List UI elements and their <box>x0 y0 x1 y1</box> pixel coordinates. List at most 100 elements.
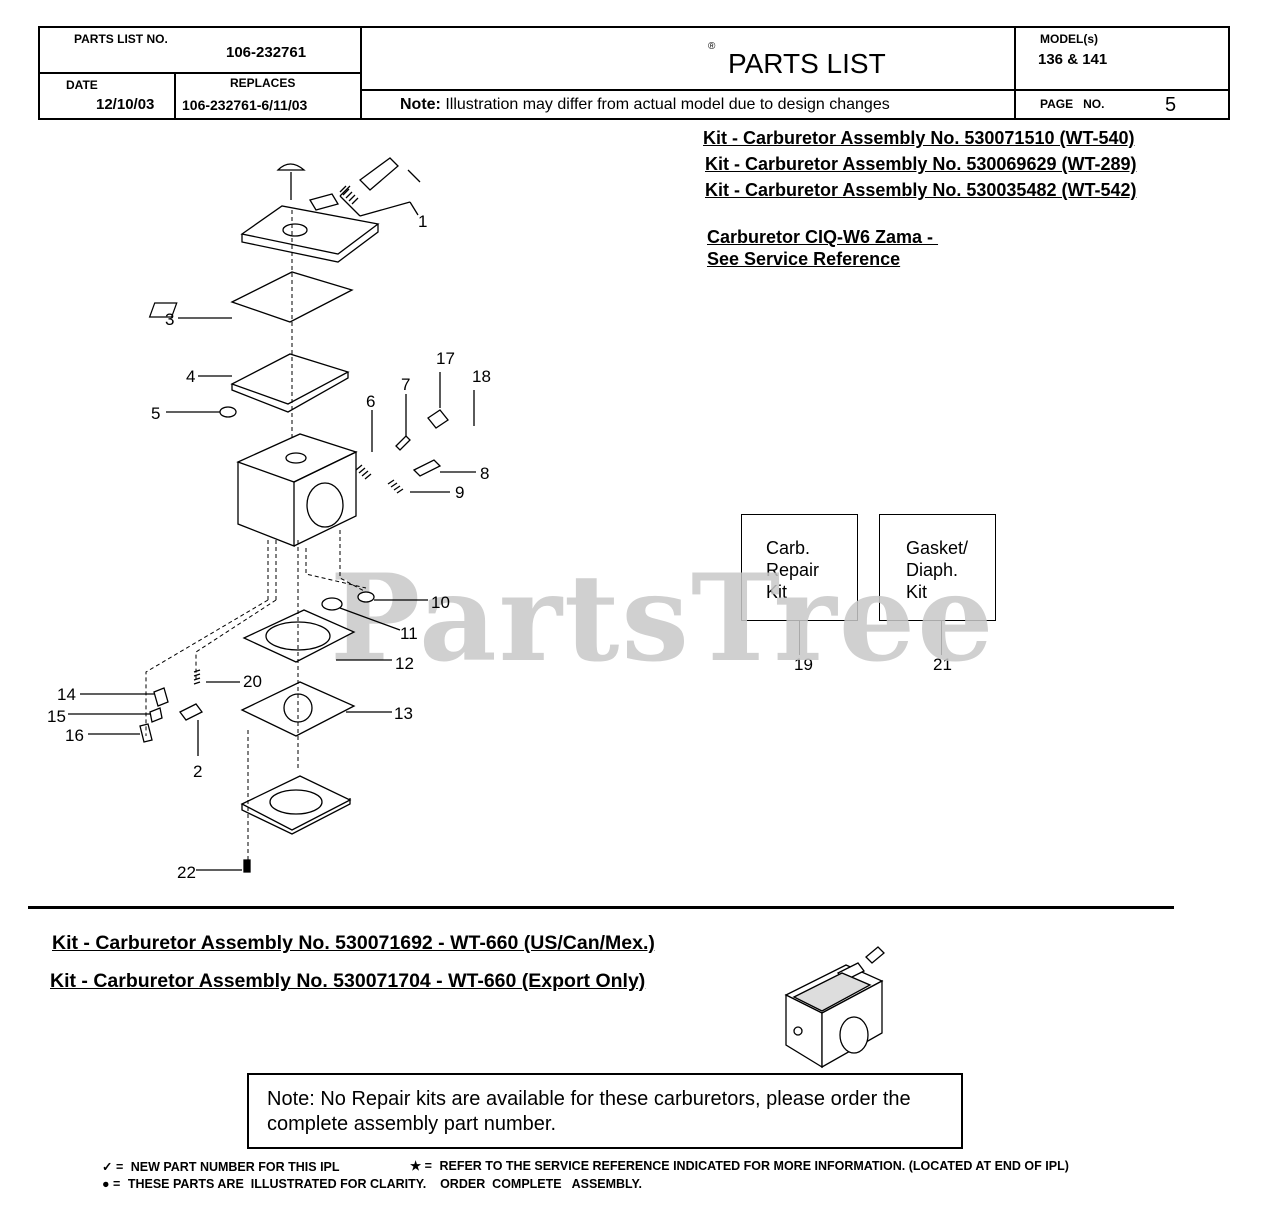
header-note-label: Note: <box>400 96 441 113</box>
cover-plate-hole <box>282 223 308 237</box>
needle-spring <box>339 185 359 205</box>
part-number-12: 12 <box>395 654 414 673</box>
bottom-note-text: Note: No Repair kits are available for t… <box>267 1088 911 1135</box>
part-1-leader <box>409 201 419 216</box>
part-number-10: 10 <box>431 593 450 612</box>
page-title: PARTS LIST <box>728 48 886 79</box>
kit-bottom-2: Kit - Carburetor Assembly No. 530071704 … <box>50 970 646 992</box>
kit-bottom-1: Kit - Carburetor Assembly No. 530071692 … <box>52 932 655 954</box>
lever-2 <box>179 703 203 721</box>
registered-mark: ® <box>708 41 716 52</box>
carb-repair-kit-leader <box>799 621 800 655</box>
part-number-18: 18 <box>472 367 491 386</box>
axis-lever <box>145 599 269 736</box>
service-ref-line2: See Service Reference <box>707 249 901 269</box>
carb-repair-kit-line3: Kit <box>766 582 788 602</box>
part-1-bracket <box>339 169 421 217</box>
header-divider-h2 <box>360 89 1230 91</box>
check-icon: ✓ = <box>102 1160 124 1174</box>
carb-body-top <box>236 433 358 483</box>
diaphragm-window <box>148 302 178 318</box>
carb-top-hole <box>285 452 307 464</box>
screw-head <box>276 163 306 171</box>
kit-top-2: Kit - Carburetor Assembly No. 530069629 … <box>705 154 1137 174</box>
part-number-6: 6 <box>366 392 376 411</box>
legend-new-text: NEW PART NUMBER FOR THIS IPL <box>130 1160 340 1174</box>
screw-22 <box>243 859 251 873</box>
header-divider-v2 <box>1014 26 1016 120</box>
spring-9 <box>387 479 404 494</box>
pump-cover <box>240 775 352 831</box>
part-number-20: 20 <box>243 672 262 691</box>
carb-body-side <box>293 450 357 547</box>
gasket-kit-line3: Kit <box>906 582 928 602</box>
needle-7 <box>395 435 411 451</box>
needle-body <box>359 157 399 191</box>
pump-cover-hole <box>269 789 323 815</box>
part-number-17: 17 <box>436 349 455 368</box>
part-number-22: 22 <box>177 863 196 882</box>
assembly-front-hole <box>793 1026 803 1036</box>
part-number-21: 21 <box>933 655 952 674</box>
dot-icon: ● = <box>102 1177 121 1191</box>
carb-repair-kit-line2: Repair <box>766 560 820 580</box>
kit-top-1: Kit - Carburetor Assembly No. 530071510 … <box>703 128 1135 148</box>
part-number-16: 16 <box>65 726 84 745</box>
legend-clarity: ● = THESE PARTS ARE ILLUSTRATED FOR CLAR… <box>102 1177 642 1191</box>
carb-repair-kit-line1: Carb. <box>766 538 811 558</box>
lever-14 <box>153 687 169 707</box>
check-valve-10 <box>357 591 375 603</box>
gasket-12 <box>242 609 356 663</box>
legend-dot-text: THESE PARTS ARE ILLUSTRATED FOR CLARITY.… <box>127 1177 642 1191</box>
models-label: MODEL(s) <box>1040 32 1098 46</box>
assembly-needle <box>865 946 885 964</box>
legend-service-ref: ★ = REFER TO THE SERVICE REFERENCE INDIC… <box>410 1158 1069 1173</box>
parts-list-no: 106-232761 <box>226 44 307 61</box>
gasket-kit-line2: Diaph. <box>906 560 959 580</box>
part-number-13: 13 <box>394 704 413 723</box>
welch-plug <box>219 406 237 418</box>
pump-cover-edge <box>241 798 351 835</box>
models-value: 136 & 141 <box>1038 51 1108 68</box>
carb-repair-kit-box: Carb. Repair Kit <box>741 514 858 621</box>
assembly-cover <box>792 972 872 1012</box>
carb-bore <box>306 482 344 528</box>
header-divider-h1 <box>38 72 362 74</box>
assembly-bore <box>839 1016 869 1054</box>
needle-8 <box>412 459 442 477</box>
carb-body-front <box>237 462 295 547</box>
section-divider <box>28 906 1174 909</box>
replaces-label: REPLACES <box>230 76 296 90</box>
legend-star-text: REFER TO THE SERVICE REFERENCE INDICATED… <box>439 1159 1069 1173</box>
part-number-3: 3 <box>165 310 175 329</box>
header-note-text: Illustration may differ from actual mode… <box>440 96 890 113</box>
part-number-9: 9 <box>455 483 465 502</box>
gasket-kit-leader <box>941 621 942 655</box>
part-number-5: 5 <box>151 404 161 423</box>
date-value: 12/10/03 <box>96 96 155 113</box>
gasket-diaph-kit-box: Gasket/ Diaph. Kit <box>879 514 996 621</box>
part-number-2: 2 <box>193 762 203 781</box>
legend-new-part: ✓ = NEW PART NUMBER FOR THIS IPL <box>102 1159 340 1174</box>
carburetor-assembly-image <box>784 946 885 1069</box>
header-note: Note: Illustration may differ from actua… <box>400 96 890 114</box>
part-number-11: 11 <box>400 624 418 643</box>
page-no-value: 5 <box>1165 94 1177 116</box>
part-number-7: 7 <box>401 375 411 394</box>
date-label: DATE <box>66 78 98 92</box>
part-number-19: 19 <box>794 655 813 674</box>
screw-15 <box>149 707 163 723</box>
gasket-12-hole <box>265 621 331 651</box>
part-number-15: 15 <box>47 707 66 726</box>
part-number-1: 1 <box>418 212 428 231</box>
carburetor-exploded-diagram <box>68 157 476 873</box>
part-number-4: 4 <box>186 367 196 386</box>
limiter-cap-17 <box>427 409 449 429</box>
part-number-14: 14 <box>57 685 76 704</box>
axis-lever-2 <box>195 599 277 680</box>
page-no-label: PAGE NO. <box>1040 97 1105 111</box>
part-number-8: 8 <box>480 464 490 483</box>
spring-6 <box>355 464 372 480</box>
kit-top-3: Kit - Carburetor Assembly No. 530035482 … <box>705 180 1137 200</box>
cover-plate-lever <box>309 193 339 211</box>
